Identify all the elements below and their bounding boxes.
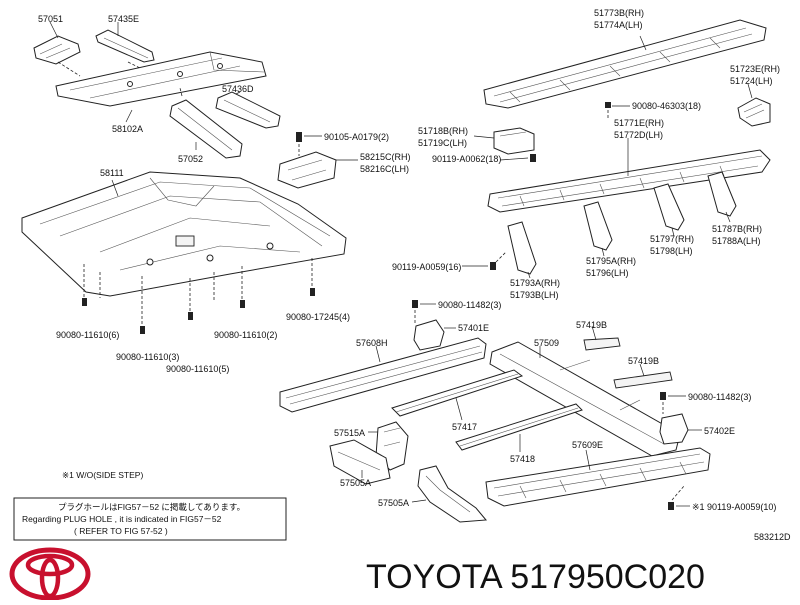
label-51771e: 51771E(RH) [614,118,664,128]
part-57402e [659,413,689,445]
part-51797 [653,183,685,231]
label-90080-17245: 90080-17245(4) [286,312,350,322]
label-51719c: 51719C(LH) [418,138,467,148]
label-58111: 58111 [100,168,124,178]
label-90119-a0062: 90119-A0062(18) [432,154,501,164]
bolt-group-floor [82,288,315,334]
part-57051 [33,35,81,65]
note-line-3: ( REFER TO FIG 57-52 ) [74,526,168,536]
label-51795a: 51795A(RH) [586,256,636,266]
label-57401e: 57401E [458,323,489,333]
label-58216c: 58216C(LH) [360,164,409,174]
label-51724: 51724(LH) [730,76,773,86]
label-57052: 57052 [178,154,203,164]
part-57435e [95,29,155,63]
label-51772d: 51772D(LH) [614,130,663,140]
part-51793a [507,221,537,275]
part-51787b [707,171,737,217]
part-58215c [277,151,337,189]
label-51787b: 51787B(RH) [712,224,762,234]
label-90080-46303: 90080-46303(18) [632,101,701,111]
note-box [13,497,287,541]
label-90080-11610-5: 90080-11610(5) [166,364,229,374]
label-57505a-1: 57505A [340,478,371,488]
part-57608h [279,337,487,413]
label-51774a: 51774A(LH) [594,20,643,30]
label-57609e: 57609E [572,440,603,450]
label-90080-11610-3: 90080-11610(3) [116,352,179,362]
part-57609e [485,447,711,507]
label-57417: 57417 [452,422,477,432]
part-58102a [55,51,267,107]
label-90080-11610-6: 90080-11610(6) [56,330,119,340]
part-51773b [483,19,767,109]
part-51795a [583,201,613,251]
part-51771e [487,149,771,213]
label-51773b: 51773B(RH) [594,8,644,18]
label-90105: 90105-A0179(2) [324,132,389,142]
part-57052 [169,99,243,159]
label-51718b: 51718B(RH) [418,126,468,136]
note-line-2: Regarding PLUG HOLE , it is indicated in… [22,514,222,524]
label-51796: 51796(LH) [586,268,629,278]
part-57417 [391,369,524,417]
part-57418 [455,403,583,451]
label-57515a: 57515A [334,428,365,438]
label-90080-11482-a: 90080-11482(3) [438,300,501,310]
label-51723e: 51723E(RH) [730,64,780,74]
label-57509: 57509 [534,338,559,348]
note-line-1: プラグホールはFIG57－52 に掲載してあります。 [58,502,245,512]
part-57505a-lower [417,465,488,523]
part-57436d [215,91,281,129]
label-90080-11482-b: 90080-11482(3) [688,392,751,402]
label-51798: 51798(LH) [650,246,693,256]
part-57509 [489,341,681,457]
part-57419b-lower [613,371,673,389]
part-57401e [413,319,445,351]
label-57418: 57418 [510,454,535,464]
part-51718b [493,127,535,155]
label-57608h: 57608H [356,338,388,348]
label-51797: 51797(RH) [650,234,694,244]
label-57051: 57051 [38,14,63,24]
label-57435e: 57435E [108,14,139,24]
note-side-step: ※1 W/O(SIDE STEP) [62,470,143,480]
label-51788a: 51788A(LH) [712,236,761,246]
label-57419b-1: 57419B [576,320,607,330]
part-58111 [21,171,347,297]
label-57419b-2: 57419B [628,356,659,366]
label-51793b: 51793B(LH) [510,290,559,300]
label-90080-11610-2: 90080-11610(2) [214,330,277,340]
label-58215c: 58215C(RH) [360,152,411,162]
figure-id: 583212D [754,532,791,542]
label-58102a: 58102A [112,124,143,134]
label-57505a-2: 57505A [378,498,409,508]
label-51793a: 51793A(RH) [510,278,560,288]
part-57419b-upper [583,337,621,351]
label-57436d: 57436D [222,84,254,94]
part-number-title: TOYOTA 517950C020 [366,558,705,596]
part-57505a-upper [329,439,391,485]
label-57402e: 57402E [704,426,735,436]
toyota-logo-icon [9,547,91,601]
label-90119-a0059-10: ※1 90119-A0059(10) [692,502,776,512]
label-90119-a0059-16: 90119-A0059(16) [392,262,461,272]
part-51723e [737,97,771,127]
